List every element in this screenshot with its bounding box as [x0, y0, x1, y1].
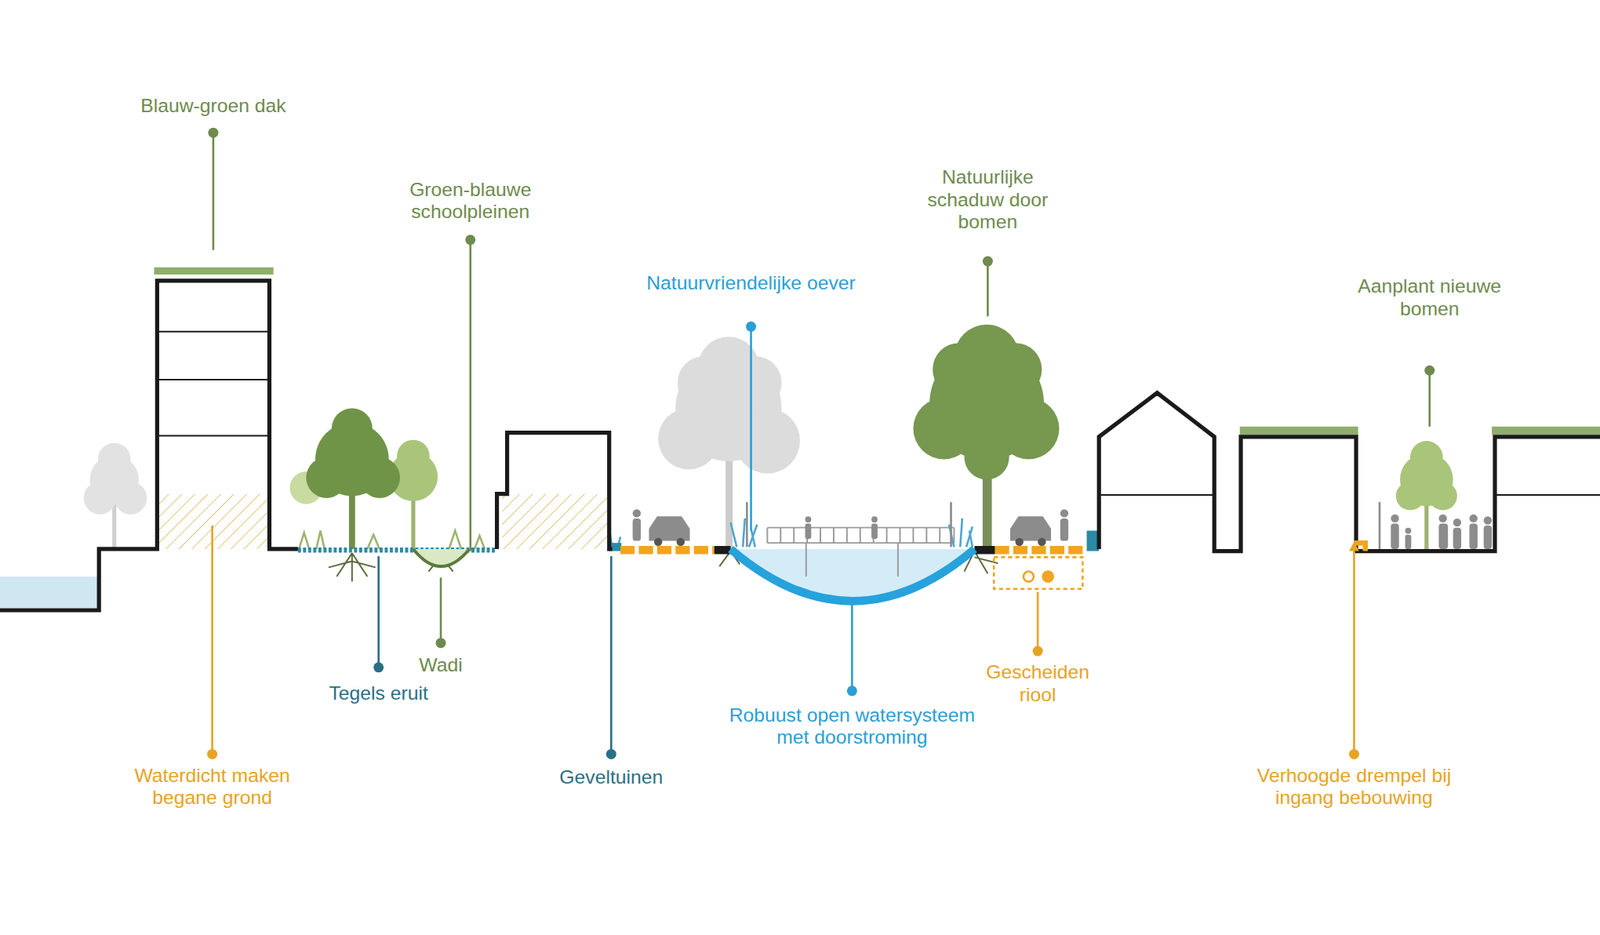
road-edge — [714, 545, 731, 554]
floor-lines — [156, 331, 1600, 495]
callout-label: Wadi — [379, 654, 502, 677]
canal — [730, 549, 975, 601]
callout-label: Geveltuinen — [529, 766, 693, 789]
sewer-pipe — [1041, 570, 1055, 583]
wadi — [413, 549, 470, 567]
tree-new — [1396, 440, 1458, 552]
callout-label: Aanplant nieuwe bomen — [1342, 275, 1517, 320]
callout-label: Natuurvriendelijke oever — [643, 272, 859, 295]
road — [620, 545, 715, 554]
green-roof — [153, 267, 1600, 435]
leader-arrowhead — [1349, 541, 1360, 552]
hatched-floor — [501, 494, 608, 550]
callout-label: Groen-blauwe schoolpleinen — [389, 178, 553, 224]
callout-label: Waterdicht maken begane grond — [110, 763, 315, 809]
callout-label: Verhoogde drempel bij ingang bebouwing — [1248, 763, 1459, 809]
ground-and-buildings — [0, 280, 1600, 611]
callout-label: Gescheiden riool — [971, 661, 1105, 706]
callout-label: Robuust open watersysteem met doorstromi… — [718, 704, 986, 750]
road-edge — [974, 545, 995, 554]
callout-label: Tegels eruit — [297, 682, 461, 705]
trees-schoolyard — [289, 407, 484, 550]
water — [0, 576, 99, 611]
street-lamp — [746, 501, 1380, 550]
leader-dot — [207, 127, 1435, 760]
callout-label: Natuurlijke schaduw door bomen — [916, 166, 1059, 233]
sewer — [993, 556, 1083, 589]
sewer-pipe — [1023, 571, 1034, 582]
tree-grey-left — [83, 443, 148, 550]
tree-shade — [912, 324, 1059, 550]
road — [994, 545, 1087, 554]
car — [648, 516, 1051, 546]
canal-water — [730, 549, 975, 601]
callout-label: Blauw-groen dak — [101, 94, 326, 117]
leader-line — [212, 132, 1430, 754]
bridge — [767, 527, 954, 577]
people — [632, 509, 1492, 550]
